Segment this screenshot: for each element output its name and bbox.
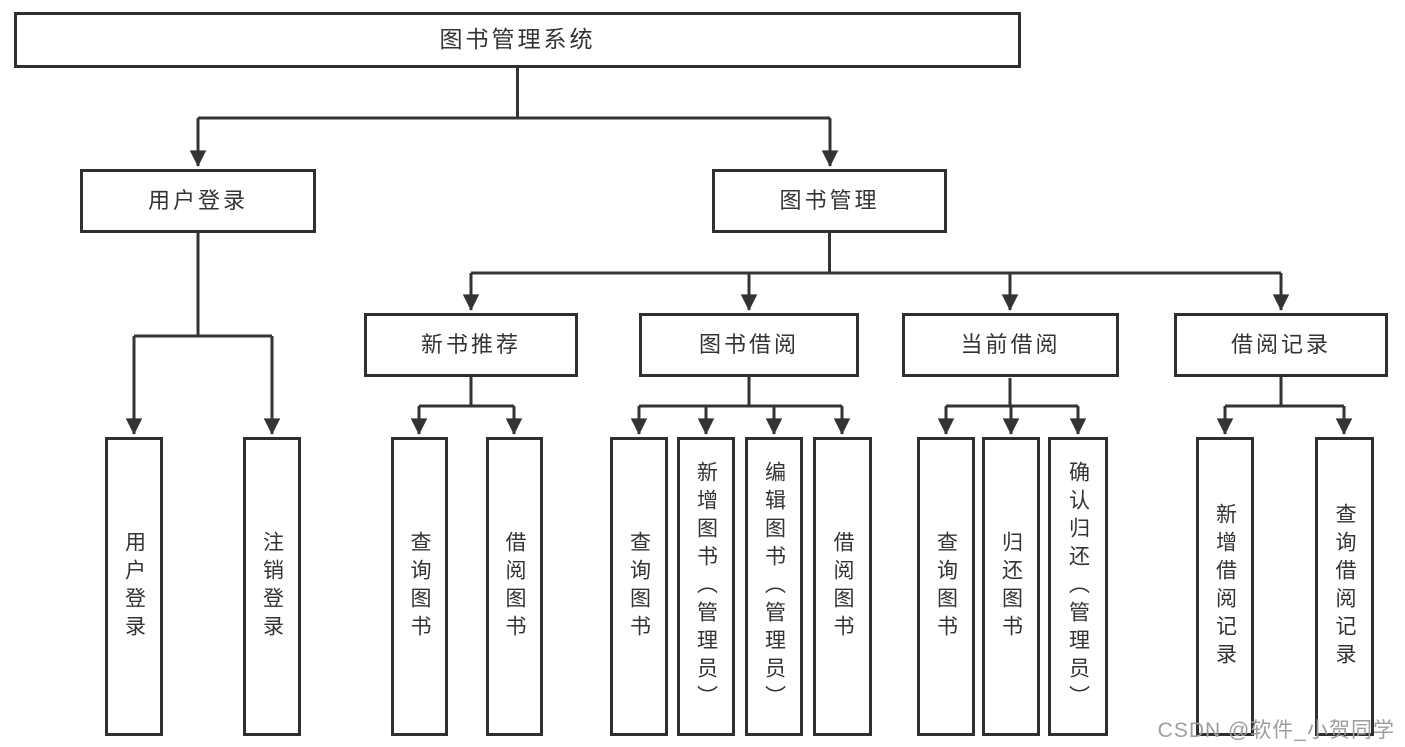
node-book-management: 图书管理 [712,169,947,233]
edge-new-book-spine [419,377,514,408]
leaf-edit-books-admin: 编辑图书（管理员） [745,437,803,736]
leaf-borrow-books-borrowing: 借阅图书 [813,437,872,736]
edge-book-borrow-spine [639,377,842,408]
leaf-add-books-admin: 新增图书（管理员） [677,437,735,736]
edge-current-borrow-spine [946,378,1078,408]
node-library-management-system: 图书管理系统 [14,12,1021,68]
leaf-user-login: 用户登录 [105,437,163,736]
edge-book-management-spine [471,233,1281,275]
leaf-logout: 注销登录 [243,437,301,736]
leaf-borrow-books-recommend: 借阅图书 [486,437,543,736]
leaf-add-borrow-record: 新增借阅记录 [1196,437,1254,736]
leaf-query-books-borrowing: 查询图书 [610,437,668,736]
edge-user-login-spine [134,233,272,338]
leaf-return-books: 归还图书 [982,437,1040,736]
node-book-borrowing: 图书借阅 [639,313,859,377]
leaf-query-books-current: 查询图书 [917,437,975,736]
node-new-book-recommendation: 新书推荐 [364,313,578,377]
node-user-login: 用户登录 [80,169,316,233]
edge-root-spine [198,68,830,120]
edge-borrow-record-spine [1225,377,1344,408]
leaf-query-borrow-record: 查询借阅记录 [1315,437,1374,736]
csdn-watermark: CSDN @软件_小贺同学 [1157,719,1395,742]
node-current-borrowing: 当前借阅 [902,313,1119,377]
leaf-confirm-return-admin: 确认归还（管理员） [1048,437,1108,736]
leaf-query-books-recommend: 查询图书 [391,437,448,736]
node-borrowing-records: 借阅记录 [1174,313,1388,377]
